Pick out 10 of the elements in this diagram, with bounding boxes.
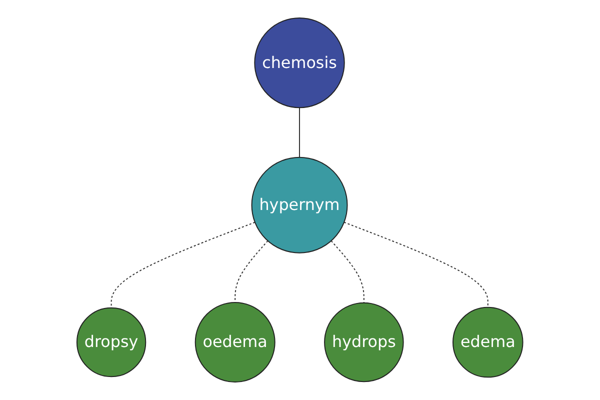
connector — [110, 222, 256, 308]
connector — [344, 222, 488, 308]
node-circle: oedema — [194, 302, 276, 383]
connector — [299, 107, 300, 158]
node-circle: edema — [452, 306, 524, 378]
node-circle: hydrops — [324, 302, 404, 382]
connector — [330, 240, 365, 304]
node-circle: dropsy — [76, 307, 146, 378]
node-circle: chemosis — [254, 17, 345, 108]
node-circle: hypernym — [251, 156, 348, 254]
